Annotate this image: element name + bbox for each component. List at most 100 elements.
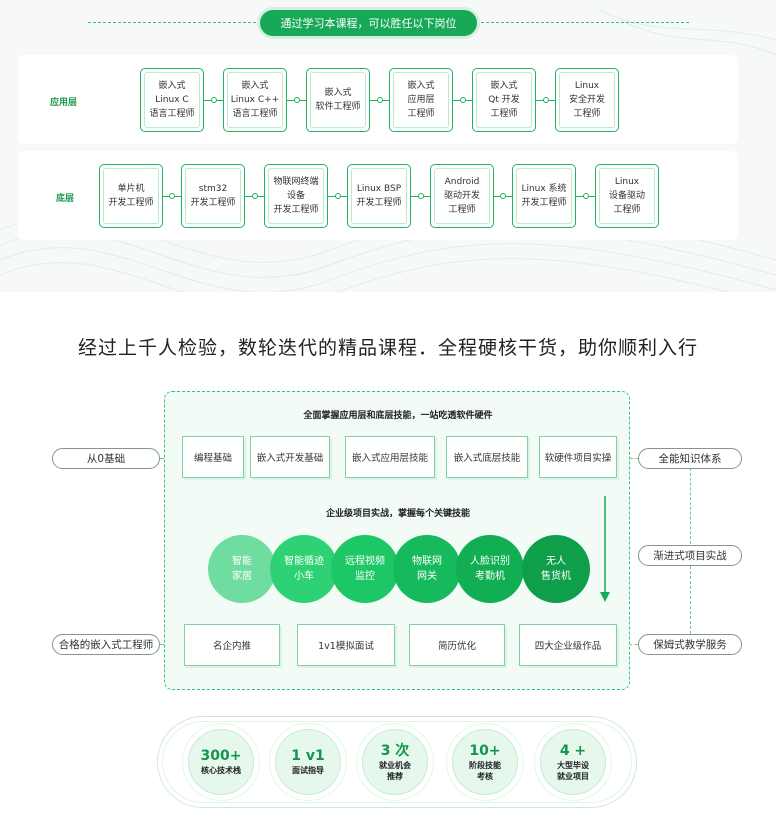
app-job-text: Linux C — [155, 95, 189, 105]
base-job-text: Linux BSP — [356, 184, 402, 194]
stat-label: 就业项目 — [557, 771, 589, 781]
start-pill: 从0基础 — [52, 448, 160, 469]
background-wave-pattern — [0, 9, 776, 292]
base-job-text: 驱动开发 — [443, 191, 480, 201]
app-layer-label: 应用层 — [50, 98, 78, 108]
project-text: 考勤机 — [475, 571, 505, 582]
stat-circle: 10+阶段技能考核 — [446, 723, 524, 801]
base-job-box: Android 驱动开发工程师 — [430, 164, 494, 228]
base-job-box: Linux BSP 开发工程师 — [347, 164, 411, 228]
base-job-text: 设备 — [286, 191, 305, 201]
base-job-text: 设备驱动 — [608, 191, 645, 201]
base-job-text: 单片机 — [117, 184, 145, 194]
project-circle: 物联网网关 — [393, 535, 461, 603]
stat-label: 核心技术栈 — [201, 766, 241, 775]
base-job-text: 工程师 — [448, 205, 476, 215]
base-job-text: 开发工程师 — [190, 198, 236, 208]
base-job-text: Android — [444, 177, 480, 187]
headline: 经过上千人检验，数轮迭代的精品课程．全程硬核干货，助你顺利入行 — [77, 337, 698, 359]
app-job-text: 嵌入式 — [407, 81, 435, 91]
right-pill-2: 渐进式项目实战 — [638, 545, 742, 566]
project-text: 家居 — [232, 571, 252, 582]
project-circle: 无人售货机 — [522, 535, 590, 603]
stat-label: 推荐 — [387, 771, 403, 781]
app-job-text: 工程师 — [573, 109, 601, 119]
flow-subtitle-projects: 企业级项目实战，掌握每个关键技能 — [325, 509, 470, 519]
app-job-text: 软件工程师 — [315, 102, 361, 112]
base-job-box: Linux 系统开发工程师 — [512, 164, 576, 228]
stat-label: 大型毕设 — [557, 760, 589, 770]
stat-number: 4 + — [559, 742, 587, 759]
app-job-text: 嵌入式 — [241, 81, 269, 91]
app-connector-dot — [376, 96, 383, 103]
base-connector-dot — [582, 192, 589, 199]
app-job-text: Linux C++ — [230, 95, 280, 105]
stat-label: 阶段技能 — [469, 760, 501, 770]
base-job-text: Linux 系统 — [521, 184, 567, 194]
app-job-text: Qt 开发 — [488, 95, 520, 105]
banner-line-right — [481, 22, 689, 23]
app-job-box: 嵌入式 Linux C 语言工程师 — [140, 68, 204, 132]
base-job-text: 开发工程师 — [356, 198, 402, 208]
project-text: 网关 — [417, 571, 437, 582]
right-pill-3: 保姆式教学服务 — [638, 634, 742, 655]
banner-pill: 通过学习本课程，可以胜任以下岗位 — [260, 10, 477, 36]
base-job-text: Linux — [614, 177, 640, 187]
base-job-text: 开发工程师 — [521, 198, 567, 208]
app-job-text: 工程师 — [490, 109, 518, 119]
down-arrow-icon — [600, 496, 610, 602]
base-connector-dot — [169, 192, 175, 199]
stat-circle: 4 +大型毕设就业项目 — [534, 723, 612, 801]
right-vertical-2 — [690, 566, 691, 634]
base-job-text: 开发工程师 — [108, 198, 154, 208]
base-connector-dot — [251, 192, 258, 199]
project-text: 物联网 — [412, 556, 442, 567]
base-connector-dot — [500, 192, 506, 199]
right-pill-1: 全能知识体系 — [638, 448, 742, 469]
project-text: 监控 — [355, 571, 375, 582]
skill-box: 嵌入式应用层技能 — [345, 436, 435, 478]
stats-frame-inner — [162, 721, 632, 803]
stat-number: 10+ — [469, 742, 501, 759]
outcome-box: 四大企业级作品 — [519, 624, 617, 666]
project-circle: 智能循迹小车 — [270, 535, 338, 603]
project-text: 无人 — [546, 556, 566, 567]
app-job-text: 语言工程师 — [232, 109, 278, 119]
start-connector — [160, 458, 166, 459]
app-job-text: 语言工程师 — [149, 109, 195, 119]
base-job-text: 物联网终端 — [273, 177, 319, 187]
base-job-text: 开发工程师 — [273, 205, 319, 215]
flow-subtitle-skills: 全面掌握应用层和底层技能，一站吃透软件硬件 — [303, 411, 493, 421]
stat-circle: 300+核心技术栈 — [182, 723, 260, 801]
app-connector-dot — [210, 96, 217, 103]
project-circle: 人脸识别考勤机 — [456, 535, 524, 603]
project-text: 智能 — [232, 556, 252, 567]
base-job-box: Linux 设备驱动工程师 — [595, 164, 659, 228]
stats-frame-outer — [157, 716, 637, 808]
app-job-box: 嵌入式 Linux C++ 语言工程师 — [223, 68, 287, 132]
base-job-box: 单片机开发工程师 — [99, 164, 163, 228]
app-job-box: Linux 安全开发工程师 — [555, 68, 619, 132]
project-text: 远程视频 — [345, 556, 385, 567]
right-vertical-1 — [690, 468, 691, 544]
end-connector — [160, 644, 166, 645]
base-connector-dot — [417, 192, 424, 199]
app-job-text: 应用层 — [407, 95, 435, 105]
app-job-box: 嵌入式软件工程师 — [306, 68, 370, 132]
skill-box: 嵌入式底层技能 — [446, 436, 528, 478]
skill-box: 编程基础 — [182, 436, 244, 478]
base-job-text: 工程师 — [613, 205, 641, 215]
skill-box: 软硬件项目实操 — [539, 436, 617, 478]
stat-label: 面试指导 — [292, 766, 324, 775]
app-job-text: Linux — [574, 81, 600, 91]
app-job-text: 嵌入式 — [158, 81, 186, 91]
base-connector-dot — [334, 192, 341, 199]
app-connector-dot — [459, 96, 466, 103]
stat-number: 1 v1 — [291, 748, 325, 764]
project-circle: 远程视频监控 — [331, 535, 399, 603]
base-layer-label: 底层 — [56, 194, 75, 204]
base-job-box: 物联网终端设备开发工程师 — [264, 164, 328, 228]
app-job-text: 安全开发 — [568, 95, 605, 105]
